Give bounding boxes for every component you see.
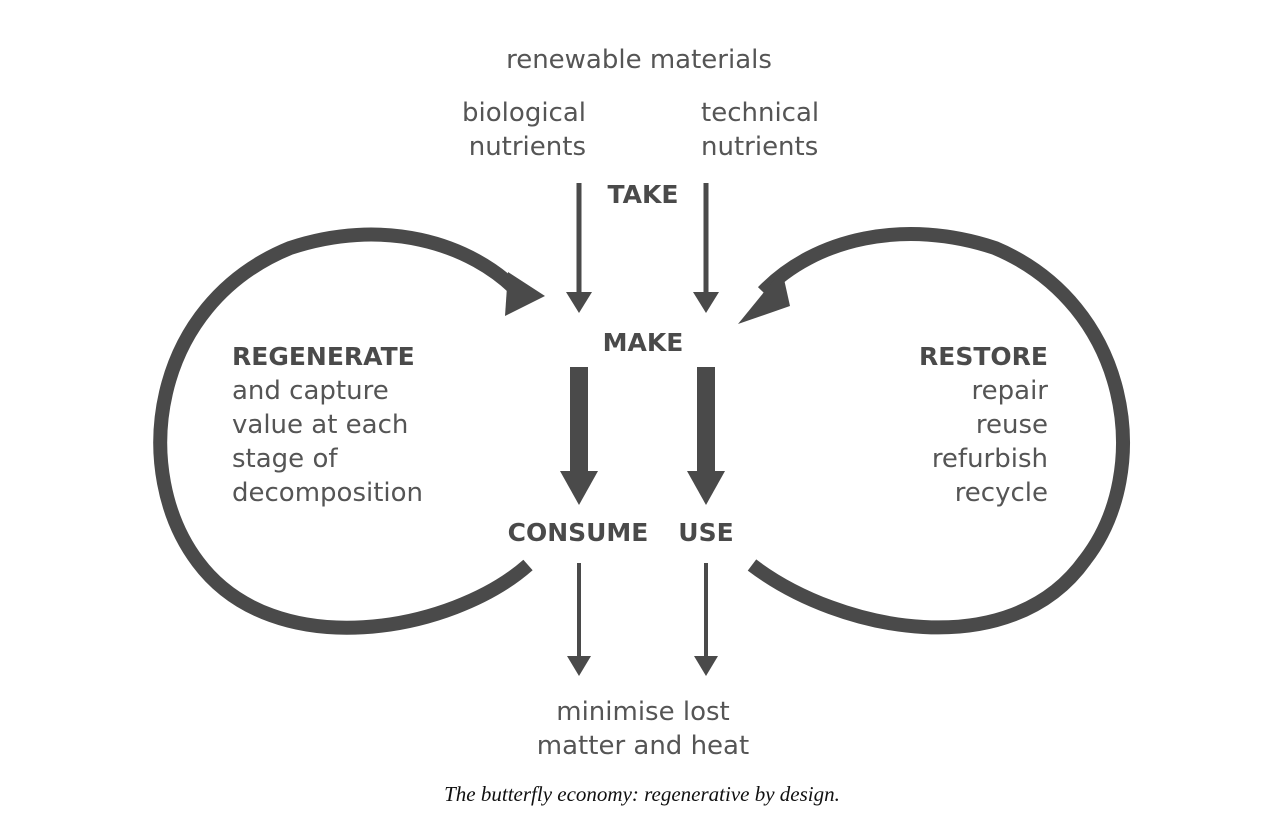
regenerate-line: stage of <box>232 444 338 474</box>
technical-nutrients-label-line2: nutrients <box>701 132 818 162</box>
biological-nutrients-label: biological <box>462 98 586 128</box>
regenerate-line: decomposition <box>232 478 423 508</box>
restore-line: reuse <box>976 410 1048 440</box>
take-arrow-right <box>693 183 719 313</box>
minimise-loss-label: minimise lost <box>556 697 729 727</box>
regenerate-title: REGENERATE <box>232 342 415 371</box>
restore-title: RESTORE <box>919 342 1048 371</box>
consume-loss-arrow <box>567 563 591 676</box>
regenerate-loop-arrow <box>153 227 545 635</box>
regenerate-line: and capture <box>232 376 389 406</box>
technical-nutrients-label: technical <box>701 98 819 128</box>
restore-loop-arrow <box>738 227 1130 635</box>
take-arrow-left <box>566 183 592 313</box>
figure-caption: The butterfly economy: regenerative by d… <box>444 782 840 806</box>
regenerate-line: value at each <box>232 410 408 440</box>
restore-line: repair <box>972 376 1049 406</box>
make-label: MAKE <box>603 328 684 357</box>
use-label: USE <box>678 518 733 547</box>
consume-label: CONSUME <box>508 518 649 547</box>
restore-line: recycle <box>955 478 1048 508</box>
restore-line: refurbish <box>932 444 1048 474</box>
make-to-use-arrow <box>687 367 725 505</box>
make-to-consume-arrow <box>560 367 598 505</box>
use-loss-arrow <box>694 563 718 676</box>
biological-nutrients-label-line2: nutrients <box>469 132 586 162</box>
minimise-loss-label-line2: matter and heat <box>537 731 749 761</box>
renewable-materials-label: renewable materials <box>506 45 772 75</box>
take-label: TAKE <box>608 180 679 209</box>
